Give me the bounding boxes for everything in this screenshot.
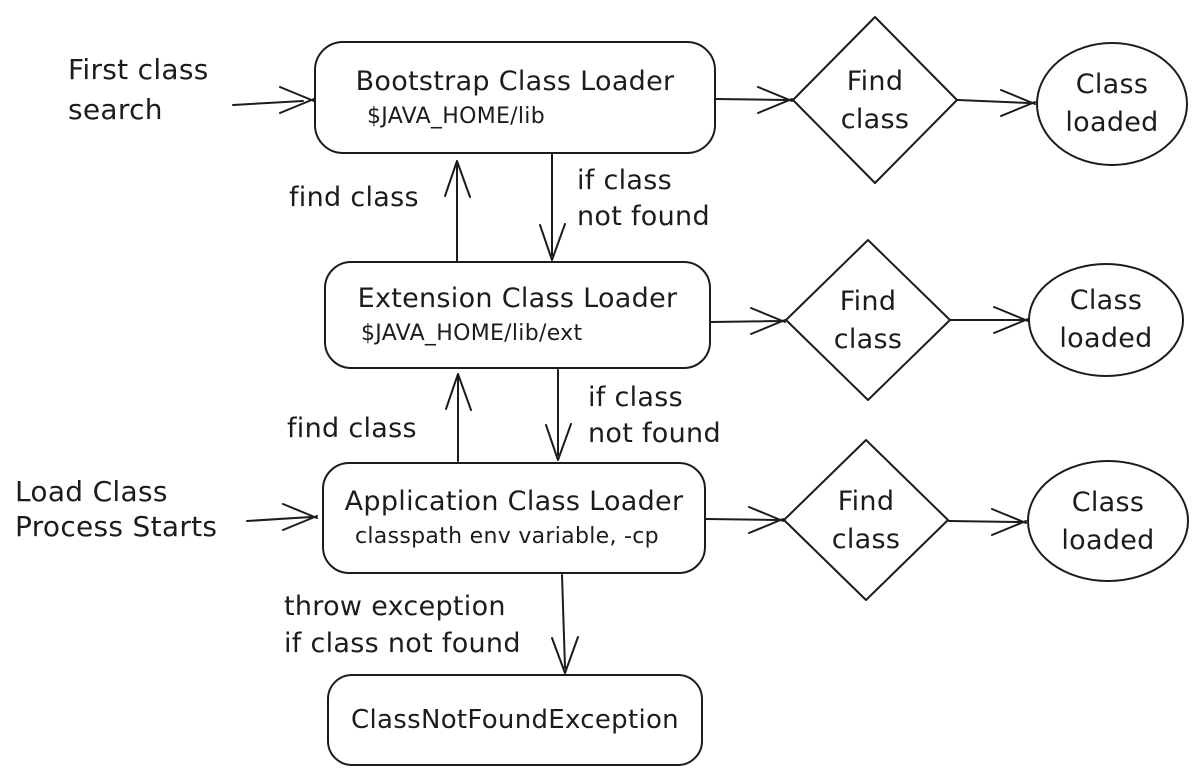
arrow-extension-up-to-bootstrap <box>444 160 471 262</box>
arrow-find1-to-loaded1 <box>957 89 1036 117</box>
if-class-not-found-label-top: if class not found <box>577 165 710 232</box>
bootstrap-title: Bootstrap Class Loader <box>355 65 675 97</box>
class-not-found-exception-node: ClassNotFoundException <box>351 705 679 735</box>
load-class-process-starts-label: Load Class Process Starts <box>15 475 218 543</box>
bootstrap-loader-shape <box>314 41 716 154</box>
find-class-decision-1: Find class <box>840 66 910 135</box>
arrow-bootstrap-to-find1 <box>715 86 793 114</box>
application-class-loader-node: Application Class Loader classpath env v… <box>323 463 705 573</box>
class-loaded-terminal-3: Class loaded <box>1061 487 1155 556</box>
find-class-decision-3: Find class <box>831 486 901 555</box>
throw-exception-label: throw exception if class not found <box>284 591 521 659</box>
find-class-decision-2: Find class <box>833 286 903 355</box>
extension-class-loader-node: Extension Class Loader $JAVA_HOME/lib/ex… <box>325 262 710 368</box>
class-loaded-terminal-1: Class loaded <box>1065 69 1159 138</box>
class-loaded-ellipse-1 <box>1036 42 1188 166</box>
arrow-bootstrap-down-to-extension <box>539 153 566 261</box>
bootstrap-subtitle: $JAVA_HOME/lib <box>367 103 545 129</box>
arrow-application-down-to-exception <box>551 574 579 674</box>
bootstrap-class-loader-node: Bootstrap Class Loader $JAVA_HOME/lib <box>315 42 715 153</box>
find-class-label-bottom: find class <box>287 413 417 444</box>
class-loaded-ellipse-3 <box>1027 460 1189 582</box>
class-loaded-terminal-2: Class loaded <box>1059 285 1153 354</box>
class-loaded-ellipse-2 <box>1028 263 1184 377</box>
exception-shape <box>327 674 703 766</box>
application-subtitle: classpath env variable, -cp <box>355 524 659 549</box>
arrow-application-up-to-extension <box>445 373 472 462</box>
arrow-first-search-to-bootstrap <box>232 86 315 114</box>
if-class-not-found-label-bottom: if class not found <box>588 382 721 449</box>
arrow-load-process-to-application <box>246 503 318 531</box>
first-class-search-label: First class search <box>68 53 209 126</box>
arrow-application-to-find3 <box>705 506 784 534</box>
application-title: Application Class Loader <box>344 486 684 517</box>
arrow-find3-to-loaded3 <box>948 508 1027 536</box>
find-class-label-top: find class <box>289 182 419 213</box>
arrow-extension-to-find2 <box>710 307 786 335</box>
extension-loader-shape <box>324 261 711 369</box>
application-loader-shape <box>322 462 706 574</box>
arrow-find2-to-loaded2 <box>950 306 1029 334</box>
extension-title: Extension Class Loader <box>357 283 678 314</box>
arrow-extension-down-to-application <box>545 369 572 461</box>
find-class-diamond-3 <box>783 439 949 601</box>
extension-subtitle: $JAVA_HOME/lib/ext <box>361 321 583 346</box>
